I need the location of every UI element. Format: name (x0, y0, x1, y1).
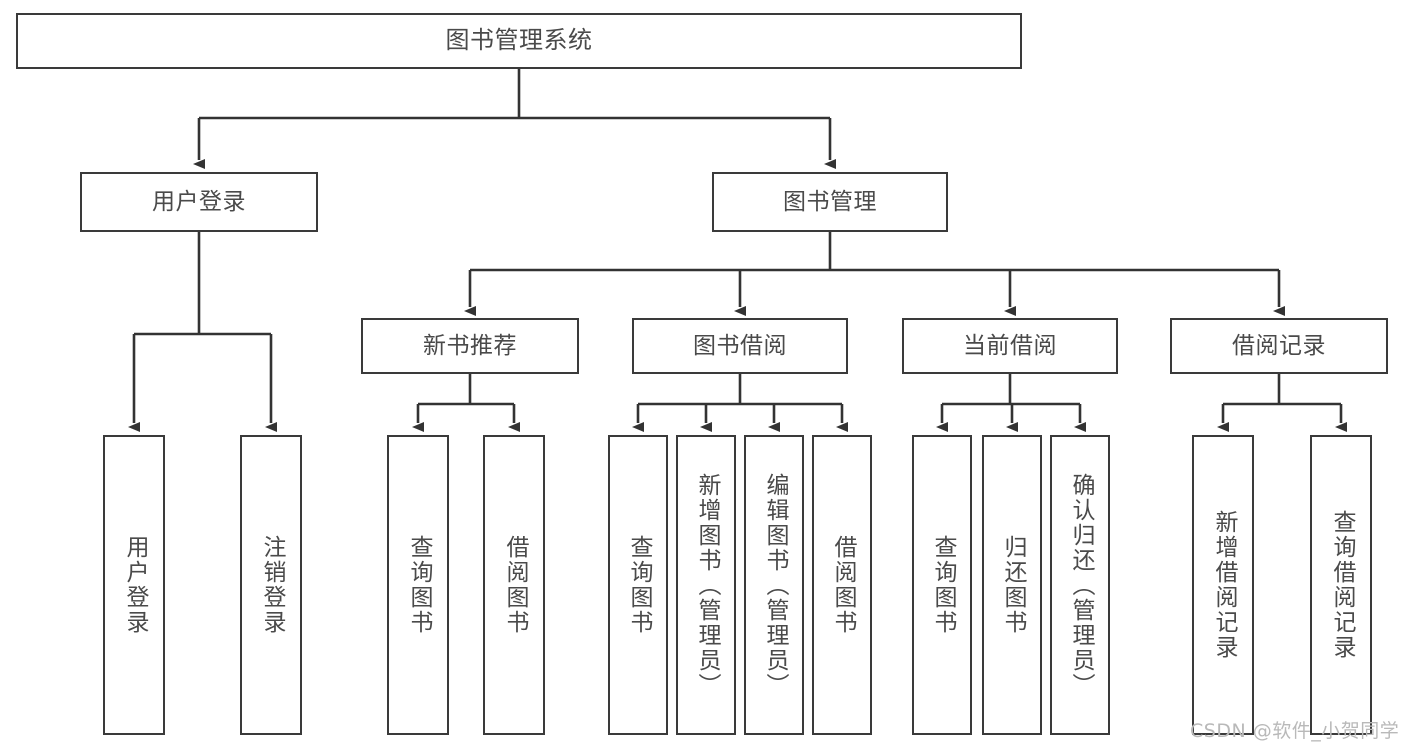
watermark-text: CSDN @软件_小贺同学 (1190, 720, 1400, 742)
leaf-borrow-book-1-label: 借阅图书 (501, 535, 528, 635)
leaf-borrow-book-2-label: 借阅图书 (829, 535, 856, 635)
watermark: CSDN @软件_小贺同学 (1190, 716, 1399, 743)
node-new-book-recommend[interactable]: 新书推荐 (361, 318, 579, 374)
leaf-return-book-label: 归还图书 (999, 535, 1026, 635)
node-user-login[interactable]: 用户登录 (80, 172, 318, 232)
leaf-borrow-book-1[interactable]: 借阅图书 (483, 435, 545, 735)
leaf-query-book-3[interactable]: 查询图书 (912, 435, 972, 735)
node-new-book-recommend-label: 新书推荐 (423, 332, 517, 359)
node-root-label: 图书管理系统 (445, 26, 593, 55)
leaf-borrow-book-2[interactable]: 借阅图书 (812, 435, 872, 735)
node-book-manage-label: 图书管理 (783, 188, 877, 215)
leaf-edit-book-admin[interactable]: 编辑图书（管理员） (744, 435, 804, 735)
leaf-query-book-3-label: 查询图书 (929, 535, 956, 635)
leaf-add-book-admin-label: 新增图书（管理员） (693, 472, 720, 698)
leaf-query-borrow-record-label: 查询借阅记录 (1328, 510, 1355, 660)
leaf-query-book-2[interactable]: 查询图书 (608, 435, 668, 735)
node-book-borrow-label: 图书借阅 (693, 332, 787, 359)
node-current-borrow[interactable]: 当前借阅 (902, 318, 1118, 374)
leaf-query-book-2-label: 查询图书 (625, 535, 652, 635)
leaf-query-book-1[interactable]: 查询图书 (387, 435, 449, 735)
node-root[interactable]: 图书管理系统 (16, 13, 1022, 69)
leaf-confirm-return-admin-label: 确认归还（管理员） (1067, 472, 1094, 698)
leaf-logout[interactable]: 注销登录 (240, 435, 302, 735)
leaf-add-borrow-record[interactable]: 新增借阅记录 (1192, 435, 1254, 735)
leaf-query-borrow-record[interactable]: 查询借阅记录 (1310, 435, 1372, 735)
node-book-manage[interactable]: 图书管理 (712, 172, 948, 232)
leaf-logout-label: 注销登录 (258, 535, 285, 635)
node-current-borrow-label: 当前借阅 (963, 332, 1057, 359)
leaf-user-login-label: 用户登录 (121, 535, 148, 635)
node-borrow-records-label: 借阅记录 (1232, 332, 1326, 359)
leaf-return-book[interactable]: 归还图书 (982, 435, 1042, 735)
node-borrow-records[interactable]: 借阅记录 (1170, 318, 1388, 374)
node-book-borrow[interactable]: 图书借阅 (632, 318, 848, 374)
leaf-edit-book-admin-label: 编辑图书（管理员） (761, 472, 788, 698)
leaf-user-login[interactable]: 用户登录 (103, 435, 165, 735)
leaf-add-borrow-record-label: 新增借阅记录 (1210, 510, 1237, 660)
node-user-login-label: 用户登录 (152, 188, 246, 215)
leaf-add-book-admin[interactable]: 新增图书（管理员） (676, 435, 736, 735)
leaf-query-book-1-label: 查询图书 (405, 535, 432, 635)
leaf-confirm-return-admin[interactable]: 确认归还（管理员） (1050, 435, 1110, 735)
